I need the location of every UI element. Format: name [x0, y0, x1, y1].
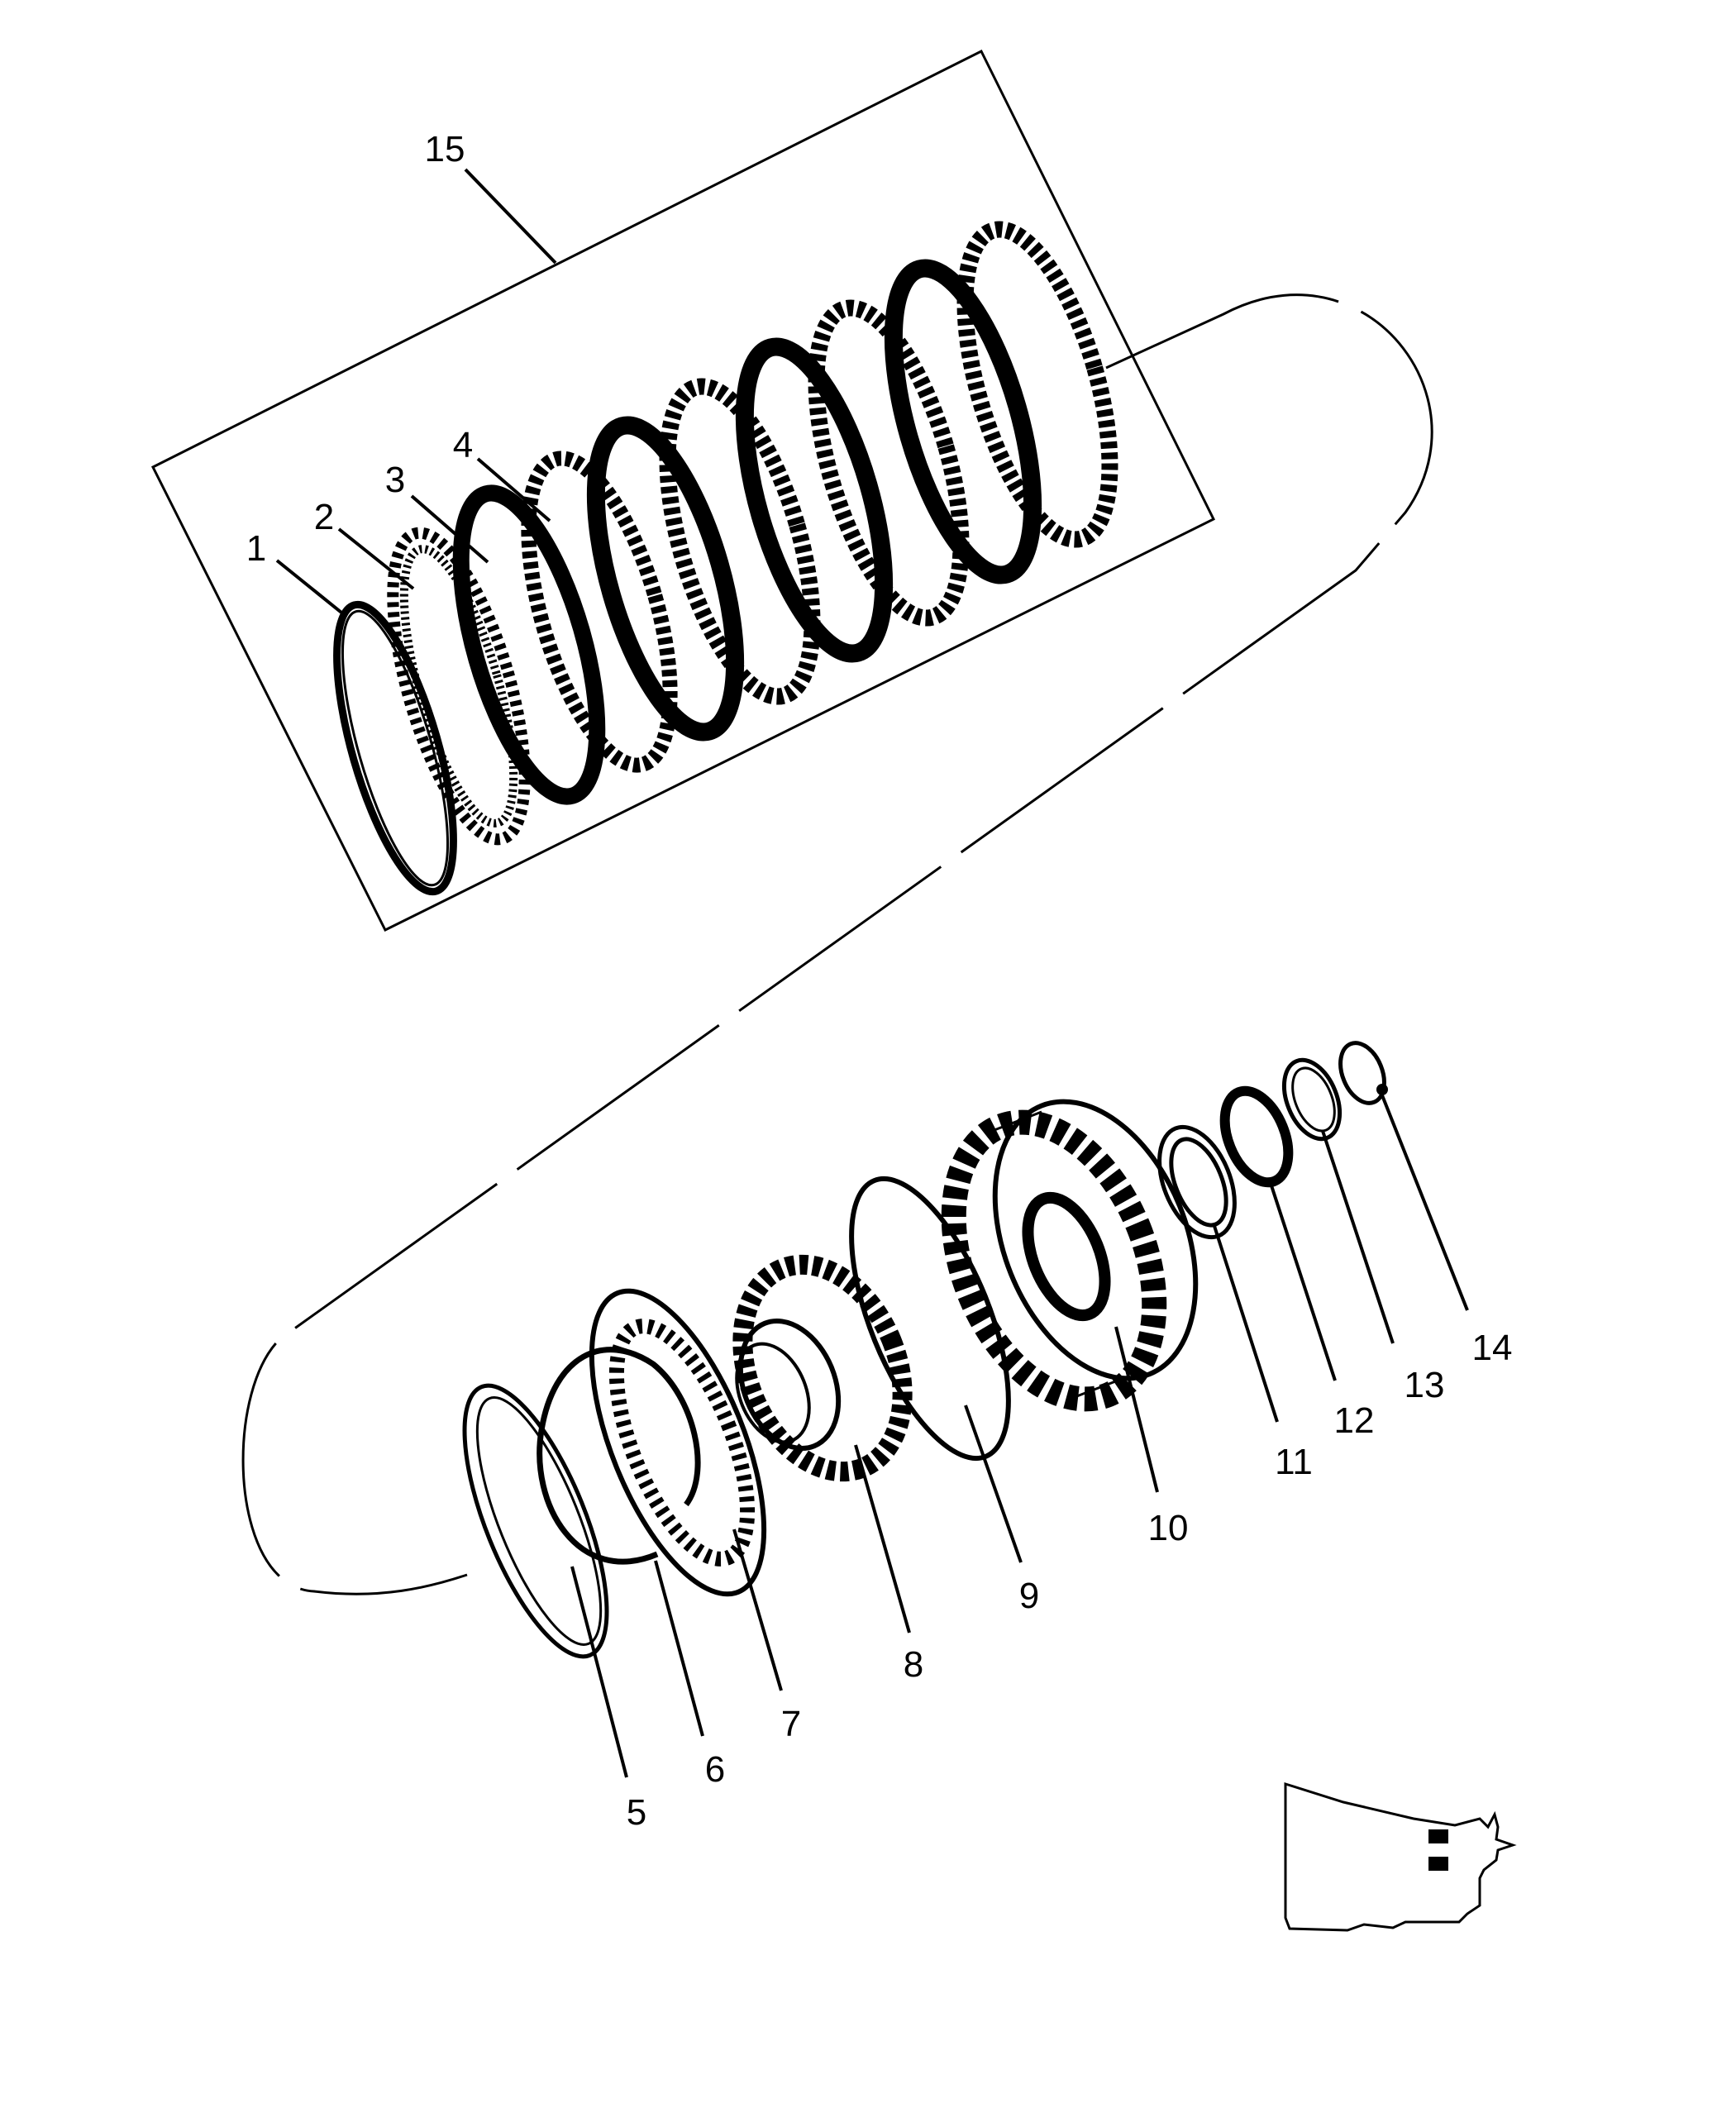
callout-5: 5: [627, 1792, 646, 1833]
callout-10: 10: [1148, 1508, 1189, 1548]
callout-15: 15: [425, 129, 465, 169]
kit-plate-9: [884, 259, 1042, 584]
part-2-backing-plate: [387, 527, 531, 846]
leader-8: [854, 1444, 911, 1633]
leader-14: [1379, 1090, 1469, 1311]
part-10-clutch-housing: [941, 1099, 1199, 1412]
part-7-spring-plate: [589, 1288, 767, 1597]
part-6-snap-ring: [537, 1347, 701, 1565]
leader-6: [654, 1560, 704, 1737]
part-1-snap-ring: [333, 600, 457, 896]
leader-2: [337, 527, 415, 590]
leader-4: [476, 457, 551, 522]
leader-5: [570, 1566, 628, 1778]
locator-marker-bottom: [1428, 1857, 1448, 1871]
leader-9: [964, 1405, 1023, 1563]
callout-11: 11: [1275, 1442, 1313, 1482]
leader-10: [1114, 1326, 1159, 1493]
leader-12: [1267, 1177, 1337, 1381]
locator-thumbnail: [1284, 1781, 1517, 1932]
callout-12: 12: [1334, 1400, 1375, 1441]
leader-3: [410, 494, 489, 564]
part-5-thrust-plate: [462, 1383, 609, 1659]
part-9-o-ring: [849, 1176, 1011, 1462]
locator-marker-top: [1428, 1829, 1448, 1843]
leader-11: [1212, 1223, 1279, 1423]
callout-3: 3: [385, 460, 405, 500]
callout-4: 4: [453, 425, 473, 465]
callout-6: 6: [705, 1749, 725, 1790]
callout-1: 1: [246, 528, 266, 569]
callout-13: 13: [1405, 1365, 1445, 1405]
assembly-parts: [462, 1041, 1388, 1659]
kit-plate-6: [659, 378, 821, 705]
leader-lines: [275, 168, 1469, 1778]
callout-numbers: 1 2 3 4 5 6 7 8 9 10 11 12 13 14 15: [246, 129, 1513, 1833]
kit-parts: [333, 221, 1118, 896]
connector-loop: [241, 293, 1433, 1595]
callout-2: 2: [314, 497, 334, 537]
callout-7: 7: [781, 1704, 801, 1744]
kit-box-15: [150, 49, 1216, 932]
part-4-clutch-plate: [521, 451, 678, 773]
kit-plate-7: [735, 337, 894, 663]
kit-plate-8: [808, 299, 970, 627]
leader-13: [1321, 1130, 1395, 1344]
part-13-washer: [1281, 1057, 1343, 1142]
kit-plate-10: [956, 221, 1118, 548]
part-12-seal-ring: [1219, 1085, 1294, 1188]
part-11-bearing: [1157, 1124, 1237, 1240]
leader-7: [732, 1529, 783, 1691]
callout-14: 14: [1472, 1328, 1513, 1368]
callout-8: 8: [904, 1644, 923, 1685]
callout-9: 9: [1019, 1576, 1039, 1616]
part-8-piston-hub: [732, 1254, 913, 1482]
leader-1: [275, 559, 347, 618]
leader-15: [464, 168, 557, 265]
kit-plate-5: [586, 416, 745, 742]
part-3-clutch-plate: [452, 484, 606, 805]
